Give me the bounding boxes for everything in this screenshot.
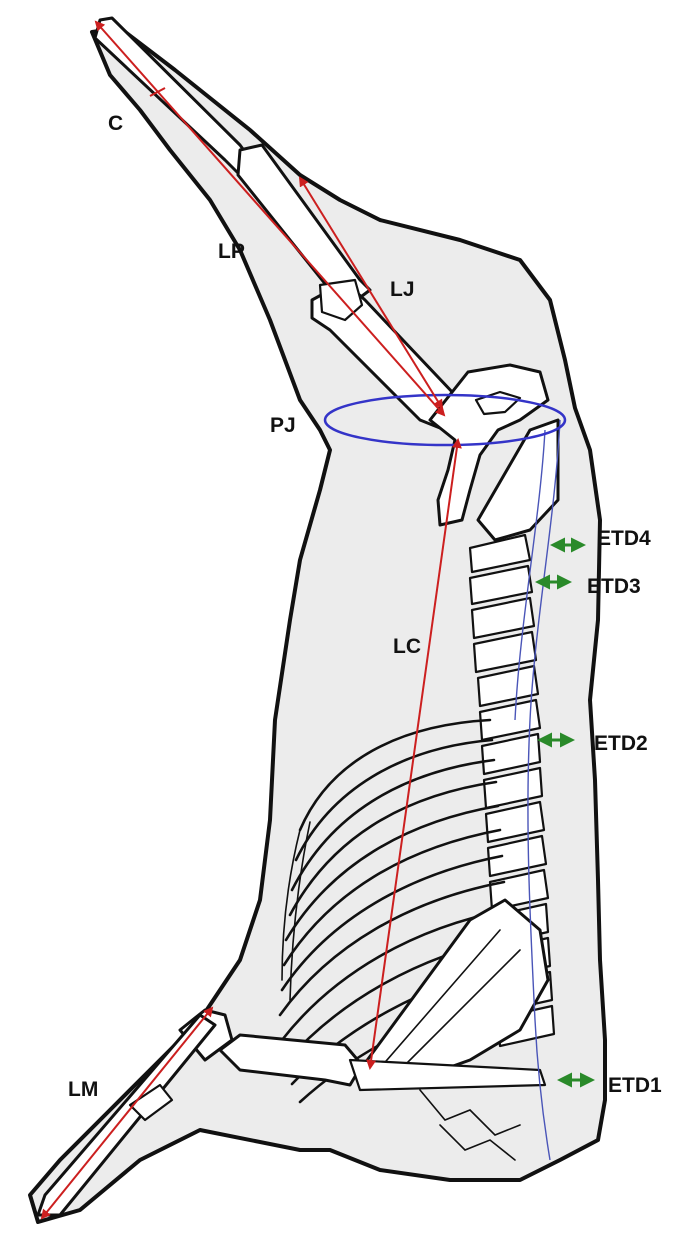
label-c: C <box>108 112 123 135</box>
label-lj: LJ <box>390 278 415 301</box>
label-etd1: ETD1 <box>608 1074 662 1097</box>
measure-line-lp <box>96 22 444 415</box>
label-etd3: ETD3 <box>587 575 641 598</box>
label-lm: LM <box>68 1078 98 1101</box>
label-lp: LP <box>218 240 245 263</box>
label-lc: LC <box>393 635 421 658</box>
label-etd4: ETD4 <box>597 527 651 550</box>
label-pj: PJ <box>270 414 296 437</box>
label-etd2: ETD2 <box>594 732 648 755</box>
